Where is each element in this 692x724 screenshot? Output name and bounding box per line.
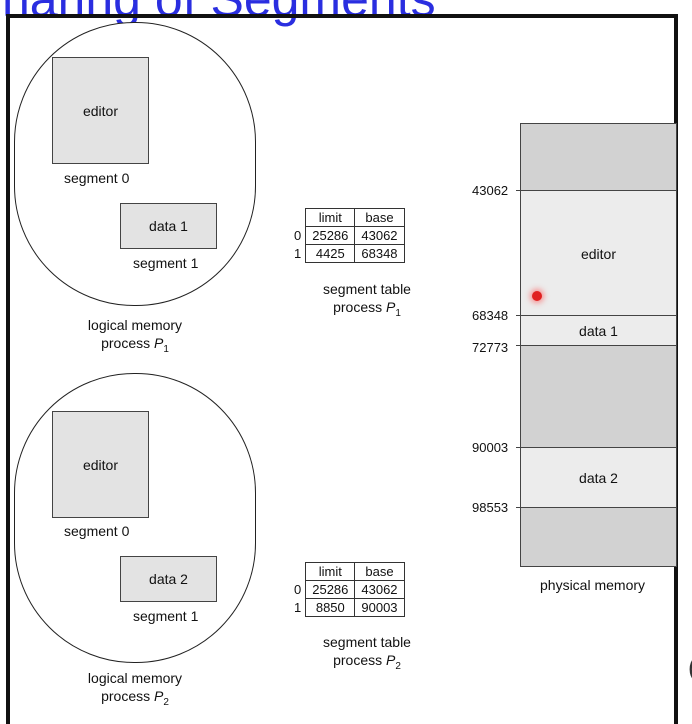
- process-2-caption-subscript: 2: [163, 696, 169, 708]
- process-2-caption-line2: process P2: [80, 687, 190, 712]
- table-cell-limit: 25286: [305, 580, 356, 599]
- table-cell-base: 90003: [354, 598, 405, 617]
- process-2-segment-table: limit base 0 25286 43062 1 8850 90003: [290, 562, 405, 617]
- table-header-base: base: [354, 562, 405, 581]
- table-header-limit: limit: [305, 208, 356, 227]
- table-cell-base: 68348: [354, 244, 405, 263]
- address-label-68348: 68348: [472, 308, 509, 323]
- address-label-43062: 43062: [472, 183, 509, 198]
- physical-memory-data2-block: data 2: [521, 448, 676, 508]
- table-row: 0 25286 43062: [290, 226, 405, 245]
- process-1-segment-table-caption: segment table process P1: [312, 280, 422, 323]
- process-2-caption-word: process: [101, 688, 151, 704]
- table-header-base: base: [354, 208, 405, 227]
- table-cell-limit: 25286: [305, 226, 356, 245]
- process-1-table-caption-subscript: 1: [395, 307, 401, 319]
- process-2-segment-0-label: segment 0: [64, 523, 130, 539]
- process-1-table-caption-word: process: [333, 299, 383, 315]
- physical-memory-free-block-bottom: [521, 508, 676, 566]
- process-1-caption-symbol: P: [154, 335, 164, 351]
- address-label-72773: 72773: [472, 340, 509, 355]
- process-1-caption-line1: logical memory: [87, 317, 183, 333]
- table-index-header: [290, 563, 306, 581]
- process-2-caption-symbol: P: [154, 688, 164, 704]
- address-line-43062: [516, 190, 677, 191]
- process-1-segment-1-label: segment 1: [133, 255, 199, 271]
- edge-glyph: (: [688, 652, 692, 683]
- address-label-98553: 98553: [472, 500, 509, 515]
- address-label-90003: 90003: [472, 440, 509, 455]
- process-1-logical-memory-caption: logical memory process P1: [80, 316, 190, 359]
- address-line-98553: [516, 507, 677, 508]
- address-line-72773: [516, 345, 677, 346]
- process-1-table-caption-line1: segment table: [323, 281, 411, 297]
- address-line-90003: [516, 447, 677, 448]
- process-2-table-header-row: limit base: [290, 562, 405, 581]
- process-1-table-caption-symbol: P: [386, 299, 396, 315]
- physical-memory-free-block-top: [521, 124, 676, 191]
- slide-title: haring of Segments: [2, 0, 436, 28]
- process-2-segment-1-data: data 2: [120, 556, 217, 602]
- table-cell-base: 43062: [354, 580, 405, 599]
- process-1-segment-table: limit base 0 25286 43062 1 4425 68348: [290, 208, 405, 263]
- process-1-caption-subscript: 1: [163, 343, 169, 355]
- process-1-caption-line2: process P1: [80, 334, 190, 359]
- process-1-table-caption-line2: process P1: [312, 298, 422, 323]
- table-cell-base: 43062: [354, 226, 405, 245]
- table-row-index: 1: [294, 600, 302, 615]
- physical-memory-editor-block: editor: [521, 191, 676, 316]
- table-index-header: [290, 209, 306, 227]
- process-2-logical-memory-caption: logical memory process P2: [80, 669, 190, 712]
- process-1-table-header-row: limit base: [290, 208, 405, 227]
- process-1-segment-0-label: segment 0: [64, 170, 130, 186]
- table-cell-limit: 8850: [305, 598, 356, 617]
- process-2-segment-1-label: segment 1: [133, 608, 199, 624]
- table-cell-limit: 4425: [305, 244, 356, 263]
- process-2-table-caption-line2: process P2: [312, 651, 422, 676]
- table-row-index: 0: [294, 228, 302, 243]
- mouse-pointer-dot: [532, 291, 542, 301]
- process-2-table-caption-line1: segment table: [323, 634, 411, 650]
- process-2-caption-line1: logical memory: [87, 670, 183, 686]
- physical-memory-label: physical memory: [540, 577, 646, 593]
- process-1-segment-0-editor: editor: [52, 57, 149, 164]
- process-1-caption-word: process: [101, 335, 151, 351]
- table-row-index: 0: [294, 582, 302, 597]
- process-2-segment-table-caption: segment table process P2: [312, 633, 422, 676]
- address-line-68348: [516, 315, 677, 316]
- process-2-segment-0-editor: editor: [52, 411, 149, 518]
- process-2-table-caption-word: process: [333, 652, 383, 668]
- table-row: 1 4425 68348: [290, 244, 405, 263]
- physical-memory-data1-block: data 1: [521, 316, 676, 346]
- table-row-index: 1: [294, 246, 302, 261]
- process-2-table-caption-subscript: 2: [395, 660, 401, 672]
- table-header-limit: limit: [305, 562, 356, 581]
- table-row: 0 25286 43062: [290, 580, 405, 599]
- physical-memory-free-block-middle: [521, 346, 676, 448]
- process-2-table-caption-symbol: P: [386, 652, 396, 668]
- process-1-segment-1-data: data 1: [120, 203, 217, 249]
- table-row: 1 8850 90003: [290, 598, 405, 617]
